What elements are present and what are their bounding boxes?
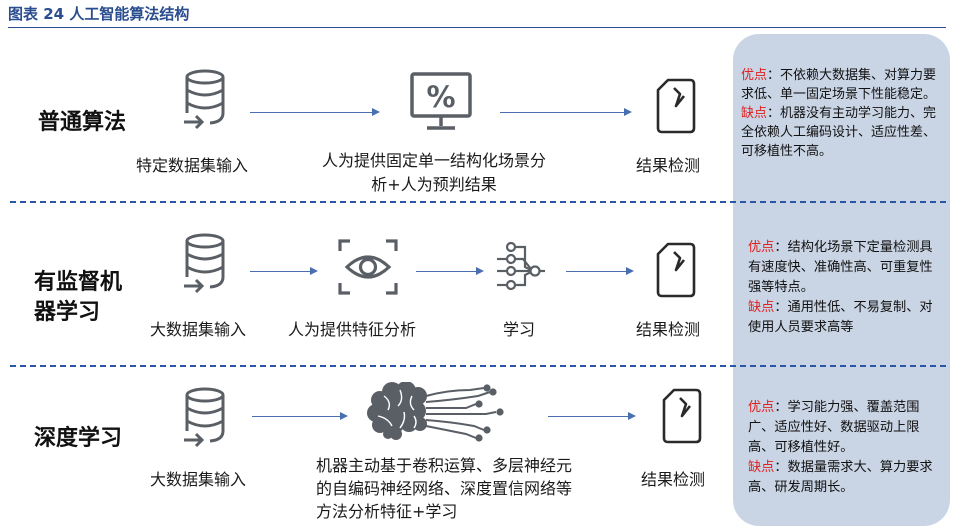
step-caption: 结果检测 (636, 320, 701, 339)
pros-cons-panel (733, 34, 950, 526)
neural-network-icon (497, 241, 545, 291)
pros-label: 优点 (748, 400, 775, 415)
pros-cons-note: 优点：结构化场景下定量检测具有速度快、准确性高、可重复性强等特点。 缺点：通用性… (748, 238, 944, 338)
step-caption: 人为提供固定单一结构化场景分析+人为预判结果 (321, 151, 546, 194)
row-label-supervised: 有监督机器学习 (34, 270, 123, 325)
cons-text: ：数据量需求大、算力要求高、研发周期长。 (748, 460, 933, 495)
pros-cons-note: 优点：不依赖大数据集、对算力要求低、单一固定场景下性能稳定。 缺点：机器没有主动… (741, 66, 947, 161)
arrow (548, 411, 636, 420)
arrow (250, 107, 380, 116)
cons-text: ：机器没有主动学习能力、完全依赖人工编码设计、适应性差、可移植性不高。 (741, 106, 937, 159)
database-icon (184, 387, 225, 448)
brain-circuit-icon (367, 382, 504, 442)
cons-label: 缺点 (748, 460, 775, 475)
document-icon (656, 242, 696, 298)
step-caption: 大数据集输入 (150, 470, 247, 489)
title-rule (8, 27, 946, 28)
document-icon (662, 388, 702, 444)
eye-scan-icon (338, 239, 398, 295)
row-label-traditional: 普通算法 (38, 110, 127, 135)
pros-label: 优点 (741, 68, 768, 83)
pros-label: 优点 (748, 240, 775, 255)
pros-text: ：学习能力强、覆盖范围广、适应性好、数据驱动上限高、可移植性好。 (748, 400, 920, 455)
arrow (250, 266, 318, 275)
step-caption: 结果检测 (641, 470, 706, 489)
row-divider (10, 365, 946, 367)
pros-cons-note: 优点：学习能力强、覆盖范围广、适应性好、数据驱动上限高、可移植性好。 缺点：数据… (748, 398, 944, 498)
cons-label: 缺点 (741, 106, 768, 121)
database-icon (184, 233, 225, 294)
pros-text: ：结构化场景下定量检测具有速度快、准确性高、可重复性强等特点。 (748, 240, 933, 295)
row-divider (10, 201, 946, 203)
arrow (566, 266, 634, 275)
row-label-deep-learning: 深度学习 (34, 426, 123, 451)
figure-title: 图表 24 人工智能算法结构 (8, 5, 190, 23)
document-icon (656, 78, 696, 134)
step-caption: 学习 (503, 320, 536, 339)
database-icon (184, 69, 225, 130)
step-caption: 结果检测 (636, 156, 701, 175)
arrow (500, 107, 632, 116)
monitor-percent-icon: % (410, 72, 472, 130)
step-caption: 机器主动基于卷积运算、多层神经元的自编码神经网络、深度置信网络等方法分析特征+学… (316, 456, 573, 521)
arrow (252, 411, 348, 420)
step-caption: 特定数据集输入 (136, 156, 249, 175)
svg-text:%: % (426, 80, 455, 114)
step-caption: 人为提供特征分析 (288, 320, 417, 339)
cons-label: 缺点 (748, 300, 775, 315)
step-caption: 大数据集输入 (150, 320, 247, 339)
cons-text: ：通用性低、不易复制、对使用人员要求高等 (748, 300, 933, 335)
arrow (416, 266, 484, 275)
pros-text: ：不依赖大数据集、对算力要求低、单一固定场景下性能稳定。 (741, 68, 937, 102)
